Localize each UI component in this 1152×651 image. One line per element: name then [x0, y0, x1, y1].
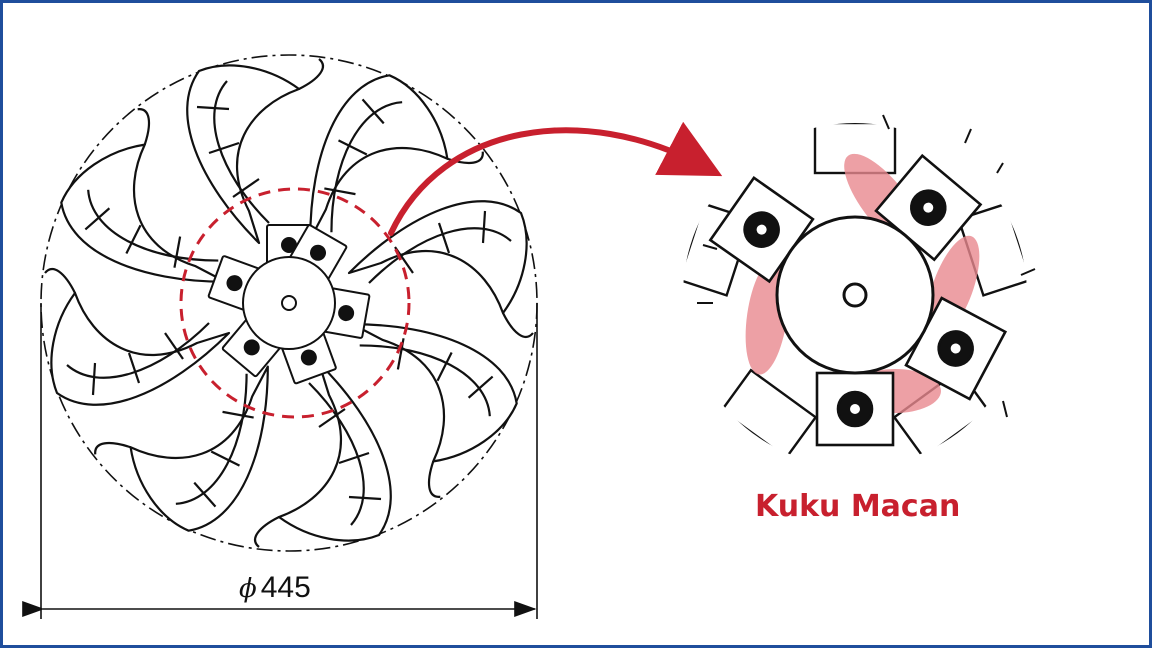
diameter-value: 445 [260, 571, 311, 604]
detail-edge-strokes [697, 114, 1036, 418]
detail-marker-circle [179, 187, 411, 419]
callout-arrow [388, 121, 723, 236]
hub-assembly [207, 223, 371, 385]
cutter-blocks [708, 153, 1008, 447]
detail-caption: Kuku Macan [755, 489, 961, 524]
hub-detail [683, 123, 1027, 460]
impeller-drawing [22, 54, 1036, 619]
impeller-vanes [43, 57, 535, 549]
diameter-symbol: ϕ [239, 574, 257, 604]
shaft-hole [842, 282, 868, 308]
impeller-left [22, 54, 538, 619]
